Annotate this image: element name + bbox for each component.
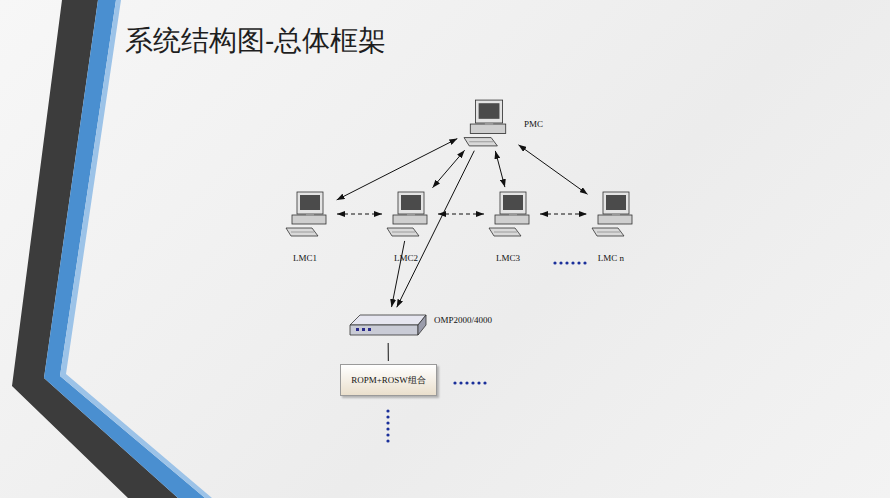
peer-link — [337, 214, 382, 215]
peer-link — [438, 214, 484, 215]
control-link — [388, 343, 389, 361]
node-label: LMC1 — [293, 254, 317, 263]
computer-icon — [385, 190, 435, 238]
computer-node: LMC2 — [385, 190, 435, 238]
node-label: LMC n — [598, 254, 624, 263]
control-link — [433, 150, 465, 187]
control-link — [518, 145, 587, 195]
ellipsis-dots — [386, 261, 586, 442]
computer-node: LMC3 — [487, 190, 537, 238]
node-label: LMC3 — [496, 254, 520, 263]
slide-title: 系统结构图-总体框架 — [125, 22, 386, 60]
node-label: OMP2000/4000 — [434, 316, 492, 325]
node-label: LMC2 — [394, 254, 418, 263]
computer-icon — [460, 98, 516, 148]
control-link — [337, 139, 458, 200]
computer-icon — [590, 190, 640, 238]
computer-node: LMC n — [590, 190, 640, 238]
device-node: OMP2000/4000 — [348, 310, 428, 340]
computer-icon — [487, 190, 537, 238]
computer-icon — [284, 190, 334, 238]
computer-node: PMC — [460, 98, 516, 148]
module-box: ROPM+ROSW组合 — [340, 364, 437, 396]
computer-node: LMC1 — [284, 190, 334, 238]
peer-link — [540, 214, 587, 215]
switch-icon — [348, 310, 428, 340]
box-label: ROPM+ROSW组合 — [345, 374, 432, 387]
control-link — [392, 241, 405, 307]
node-label: PMC — [524, 120, 543, 129]
blue-stripe-light — [60, 0, 212, 498]
control-link — [495, 151, 505, 187]
blue-stripe — [44, 0, 205, 498]
